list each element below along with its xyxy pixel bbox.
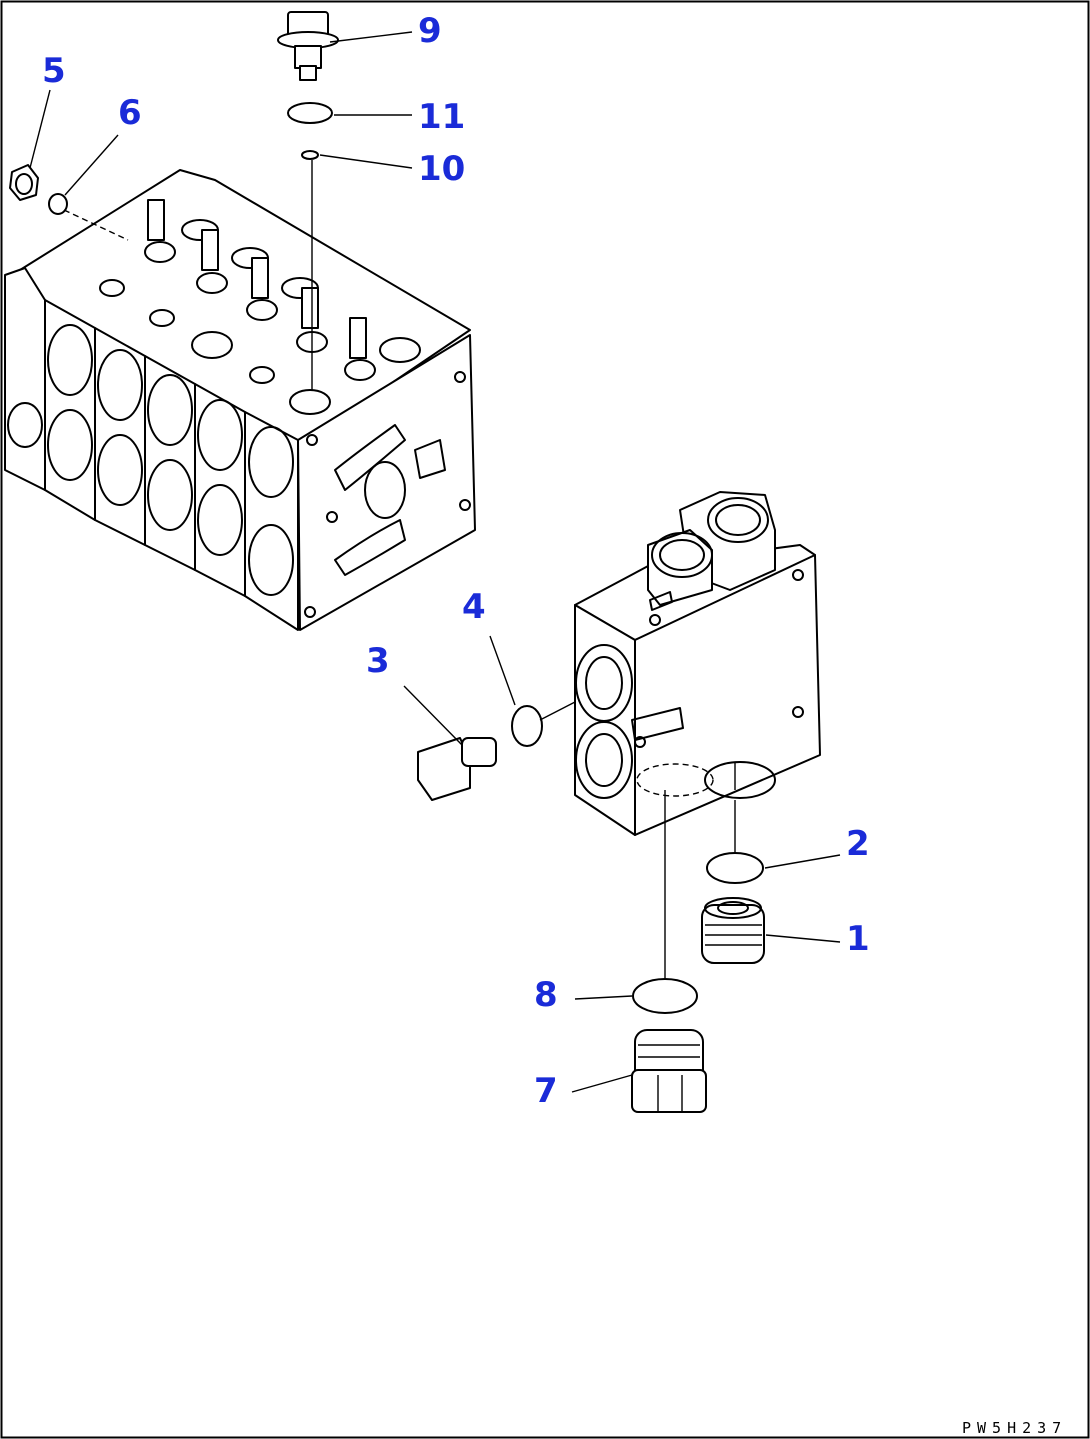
part-4-o-ring — [511, 705, 543, 747]
callout-5: 5 — [42, 51, 66, 91]
callout-3: 3 — [366, 641, 390, 681]
callout-11: 11 — [418, 97, 465, 137]
control-valve-assembly — [4, 169, 476, 631]
part-8-o-ring — [632, 978, 698, 1014]
part-1-fitting — [701, 897, 765, 964]
callout-6: 6 — [118, 93, 142, 133]
leader-lines — [29, 31, 841, 1093]
end-section-block — [574, 491, 821, 836]
callout-2: 2 — [846, 824, 870, 864]
callout-10: 10 — [418, 149, 465, 189]
drawing-code: PW5H237 — [962, 1419, 1067, 1437]
callout-9: 9 — [418, 11, 442, 51]
part-7-plug — [631, 1029, 707, 1113]
part-3-plug — [417, 737, 497, 801]
part-10-o-ring — [301, 150, 319, 160]
part-11-o-ring — [287, 102, 333, 124]
part-6-o-ring — [48, 193, 68, 215]
part-2-o-ring — [706, 852, 764, 884]
callout-1: 1 — [846, 919, 870, 959]
callout-8: 8 — [534, 975, 558, 1015]
part-5-plug — [9, 164, 39, 201]
callout-4: 4 — [462, 587, 486, 627]
part-9-plug — [277, 11, 339, 81]
callout-7: 7 — [534, 1071, 558, 1111]
